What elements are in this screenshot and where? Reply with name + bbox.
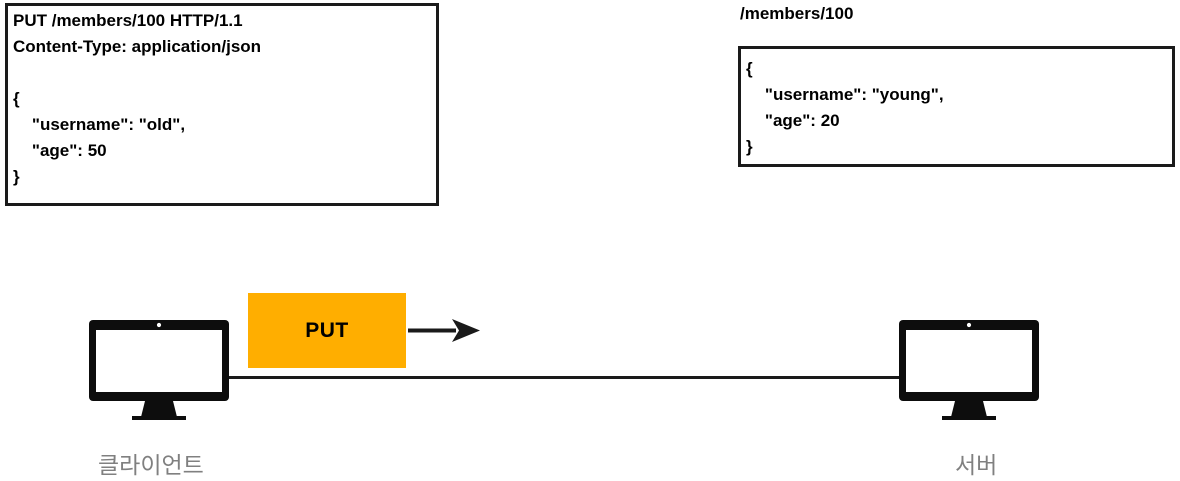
client-monitor-icon [89, 320, 229, 420]
resource-representation-box [738, 46, 1175, 167]
client-server-connection-line [227, 376, 903, 379]
http-method-chip: PUT [248, 293, 406, 368]
http-method-chip-label: PUT [305, 318, 349, 342]
server-monitor-icon [899, 320, 1039, 420]
resource-path-label: /members/100 [740, 4, 854, 23]
server-caption: 서버 [955, 452, 998, 478]
http-request-message-box [5, 3, 439, 206]
arrow-right-icon [408, 319, 480, 342]
resource-representation-text: { "username": "young", "age": 20 } [746, 59, 944, 156]
http-request-message-text: PUT /members/100 HTTP/1.1 Content-Type: … [13, 11, 262, 186]
client-caption: 클라이언트 [98, 452, 204, 478]
